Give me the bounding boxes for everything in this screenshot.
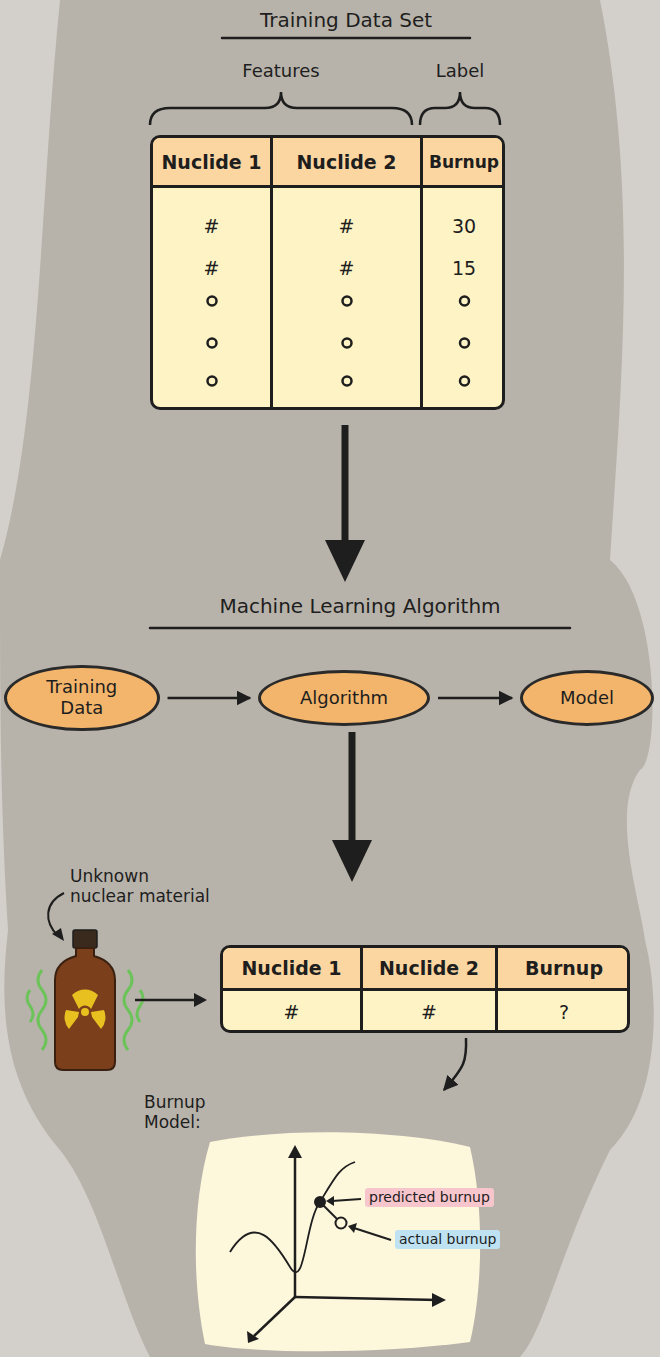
- axis: [295, 1297, 438, 1300]
- table-cell: ?: [498, 988, 630, 1033]
- big-arrow-head: [325, 540, 365, 582]
- column-header: Nuclide 2: [273, 138, 420, 185]
- column-rule: [495, 948, 498, 1030]
- radiation-center: [81, 1008, 89, 1016]
- arrow-shaft: [135, 999, 196, 1002]
- chart-title: Burnup Model:: [144, 1092, 230, 1133]
- ellipsis-dot: [343, 377, 352, 386]
- ellipsis-dot: [208, 377, 217, 386]
- flow-arrow: [438, 697, 512, 700]
- glow: [124, 970, 132, 1050]
- bracket-label: Label: [436, 60, 485, 82]
- features-brace: [150, 92, 412, 125]
- heading-underline: [222, 37, 470, 40]
- bracket-label: Features: [242, 60, 319, 82]
- ellipsis-dot: [460, 377, 469, 386]
- column-rule: [420, 138, 423, 407]
- table-cell: #: [273, 206, 420, 246]
- process-oval: Model: [520, 670, 654, 726]
- oval-label: Model: [560, 688, 614, 709]
- ellipsis-dot: [343, 339, 352, 348]
- axis-head: [432, 1293, 446, 1307]
- glow: [38, 970, 46, 1050]
- oval-label: Algorithm: [300, 688, 388, 709]
- burnup-curve: [230, 1162, 355, 1272]
- glow: [137, 990, 143, 1022]
- table-cell: 15: [423, 248, 505, 288]
- label-brace: [420, 92, 500, 125]
- table-cell: #: [223, 988, 360, 1033]
- section-heading: Machine Learning Algorithm: [219, 594, 500, 618]
- radiation-blade: [65, 1010, 79, 1029]
- bottle: [27, 930, 143, 1070]
- oval-label: Training Data: [26, 677, 138, 718]
- leader-arrow: [48, 893, 64, 936]
- model-chart: Burnup Model: predicted burnup actual burn…: [140, 1092, 515, 1352]
- table-cell: #: [363, 988, 495, 1033]
- big-arrow-head: [332, 840, 372, 882]
- leader-line: [354, 1228, 391, 1240]
- column-header: Burnup: [423, 138, 505, 185]
- axis: [254, 1297, 295, 1336]
- predicted-dot: [314, 1196, 326, 1208]
- column-header: Nuclide 1: [153, 138, 270, 185]
- callout-label: Unknown nuclear material: [70, 866, 210, 907]
- table-cell: #: [153, 206, 270, 246]
- data-table: Nuclide 1Nuclide 2Burnup##?: [220, 945, 630, 1033]
- axis-head: [288, 1145, 302, 1158]
- table-cell: #: [273, 248, 420, 288]
- column-header: Nuclide 2: [363, 948, 495, 988]
- column-rule: [360, 948, 363, 1030]
- ellipsis-dot: [208, 339, 217, 348]
- heading-underline: [150, 627, 570, 630]
- ellipsis-dot: [460, 297, 469, 306]
- table-cell: 30: [423, 206, 505, 246]
- ellipsis-dot: [343, 297, 352, 306]
- big-arrow-shaft: [349, 732, 356, 845]
- section-heading: Training Data Set: [260, 8, 432, 32]
- bottle-cap: [73, 930, 97, 948]
- flow-arrow: [444, 1038, 466, 1090]
- axis-head: [247, 1331, 259, 1343]
- axis: [294, 1152, 297, 1297]
- radiation-blade: [91, 1010, 105, 1029]
- column-header: Nuclide 1: [223, 948, 360, 988]
- process-oval: Training Data: [4, 665, 160, 732]
- process-oval: Algorithm: [258, 670, 430, 726]
- bottle-body: [55, 948, 115, 1070]
- glow: [27, 990, 33, 1022]
- column-header: Burnup: [498, 948, 630, 988]
- leader-arrow-head: [52, 928, 64, 941]
- leader-line: [332, 1199, 361, 1201]
- leader-head: [326, 1196, 334, 1206]
- column-rule: [270, 138, 273, 407]
- data-table: Nuclide 1Nuclide 2Burnup##30##15: [150, 135, 505, 410]
- flow-arrow: [168, 697, 250, 700]
- chart-callout: actual burnup: [395, 1230, 500, 1249]
- arrow-head: [194, 993, 207, 1007]
- ellipsis-dot: [208, 297, 217, 306]
- ellipsis-dot: [460, 339, 469, 348]
- table-cell: #: [153, 248, 270, 288]
- chart-callout: predicted burnup: [365, 1188, 494, 1207]
- radiation-blade: [72, 989, 98, 1009]
- actual-dot: [336, 1218, 347, 1229]
- big-arrow-shaft: [342, 425, 349, 545]
- leader-head: [348, 1223, 357, 1233]
